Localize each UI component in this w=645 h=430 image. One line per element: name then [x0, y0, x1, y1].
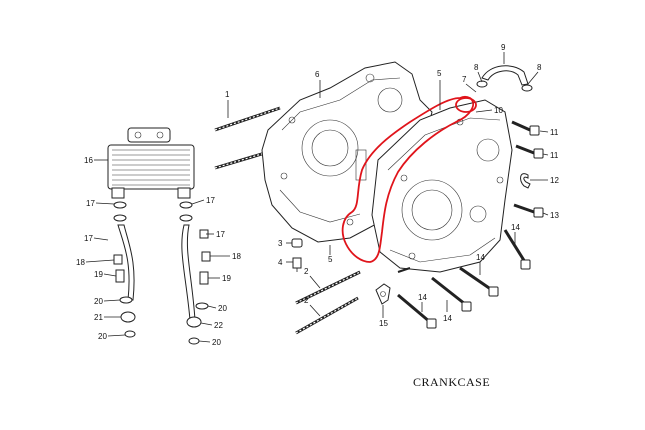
callout-5a: 5 — [437, 69, 442, 78]
callout-13: 13 — [550, 211, 559, 220]
callout-7: 7 — [462, 75, 467, 84]
gasket-highlight — [341, 95, 477, 263]
callout-15: 15 — [379, 319, 388, 328]
callout-19a: 19 — [94, 270, 103, 279]
diagram-caption: CRANKCASE — [413, 375, 490, 389]
callout-8a: 8 — [474, 63, 479, 72]
callout-14d: 14 — [443, 314, 452, 323]
callout-17a: 17 — [86, 199, 95, 208]
callout-20d: 20 — [212, 338, 221, 347]
callout-20c: 20 — [98, 332, 107, 341]
small-fittings — [291, 238, 303, 272]
callout-5b: 5 — [328, 255, 333, 264]
callout-14b: 14 — [476, 253, 485, 262]
callout-6: 6 — [315, 70, 320, 79]
callout-2b: 2 — [304, 296, 309, 305]
callout-3: 3 — [278, 239, 283, 248]
callout-11b: 11 — [550, 151, 559, 160]
callout-17c: 17 — [84, 234, 93, 243]
callout-8b: 8 — [537, 63, 542, 72]
callout-20b: 20 — [218, 304, 227, 313]
callout-19b: 19 — [222, 274, 231, 283]
callout-18b: 18 — [232, 252, 241, 261]
callout-14a: 14 — [511, 223, 520, 232]
callout-14c: 14 — [418, 293, 427, 302]
callout-22: 22 — [214, 321, 223, 330]
case-bolts — [397, 229, 531, 329]
callout-11a: 11 — [550, 128, 559, 137]
callout-16: 16 — [84, 156, 93, 165]
callout-17d: 17 — [216, 230, 225, 239]
callout-20a: 20 — [94, 297, 103, 306]
callout-17b: 17 — [206, 196, 215, 205]
callout-10: 10 — [494, 106, 503, 115]
side-bolts — [511, 120, 544, 218]
oil-hose-right — [179, 201, 211, 345]
callout-12: 12 — [550, 176, 559, 185]
oil-hose-left — [113, 201, 136, 338]
leader-lines — [85, 52, 549, 343]
callout-18a: 18 — [76, 258, 85, 267]
breather-hose — [476, 65, 533, 92]
callout-1: 1 — [225, 90, 230, 99]
callout-4: 4 — [278, 258, 283, 267]
callout-labels: 1 2 2 3 4 5 5 6 7 8 8 9 10 11 11 12 13 1… — [76, 43, 559, 347]
oil-cooler — [107, 127, 195, 199]
callout-2a: 2 — [304, 267, 309, 276]
callout-21: 21 — [94, 313, 103, 322]
bracket — [375, 283, 391, 305]
callout-9: 9 — [501, 43, 506, 52]
crankcase-right-half — [371, 99, 513, 273]
